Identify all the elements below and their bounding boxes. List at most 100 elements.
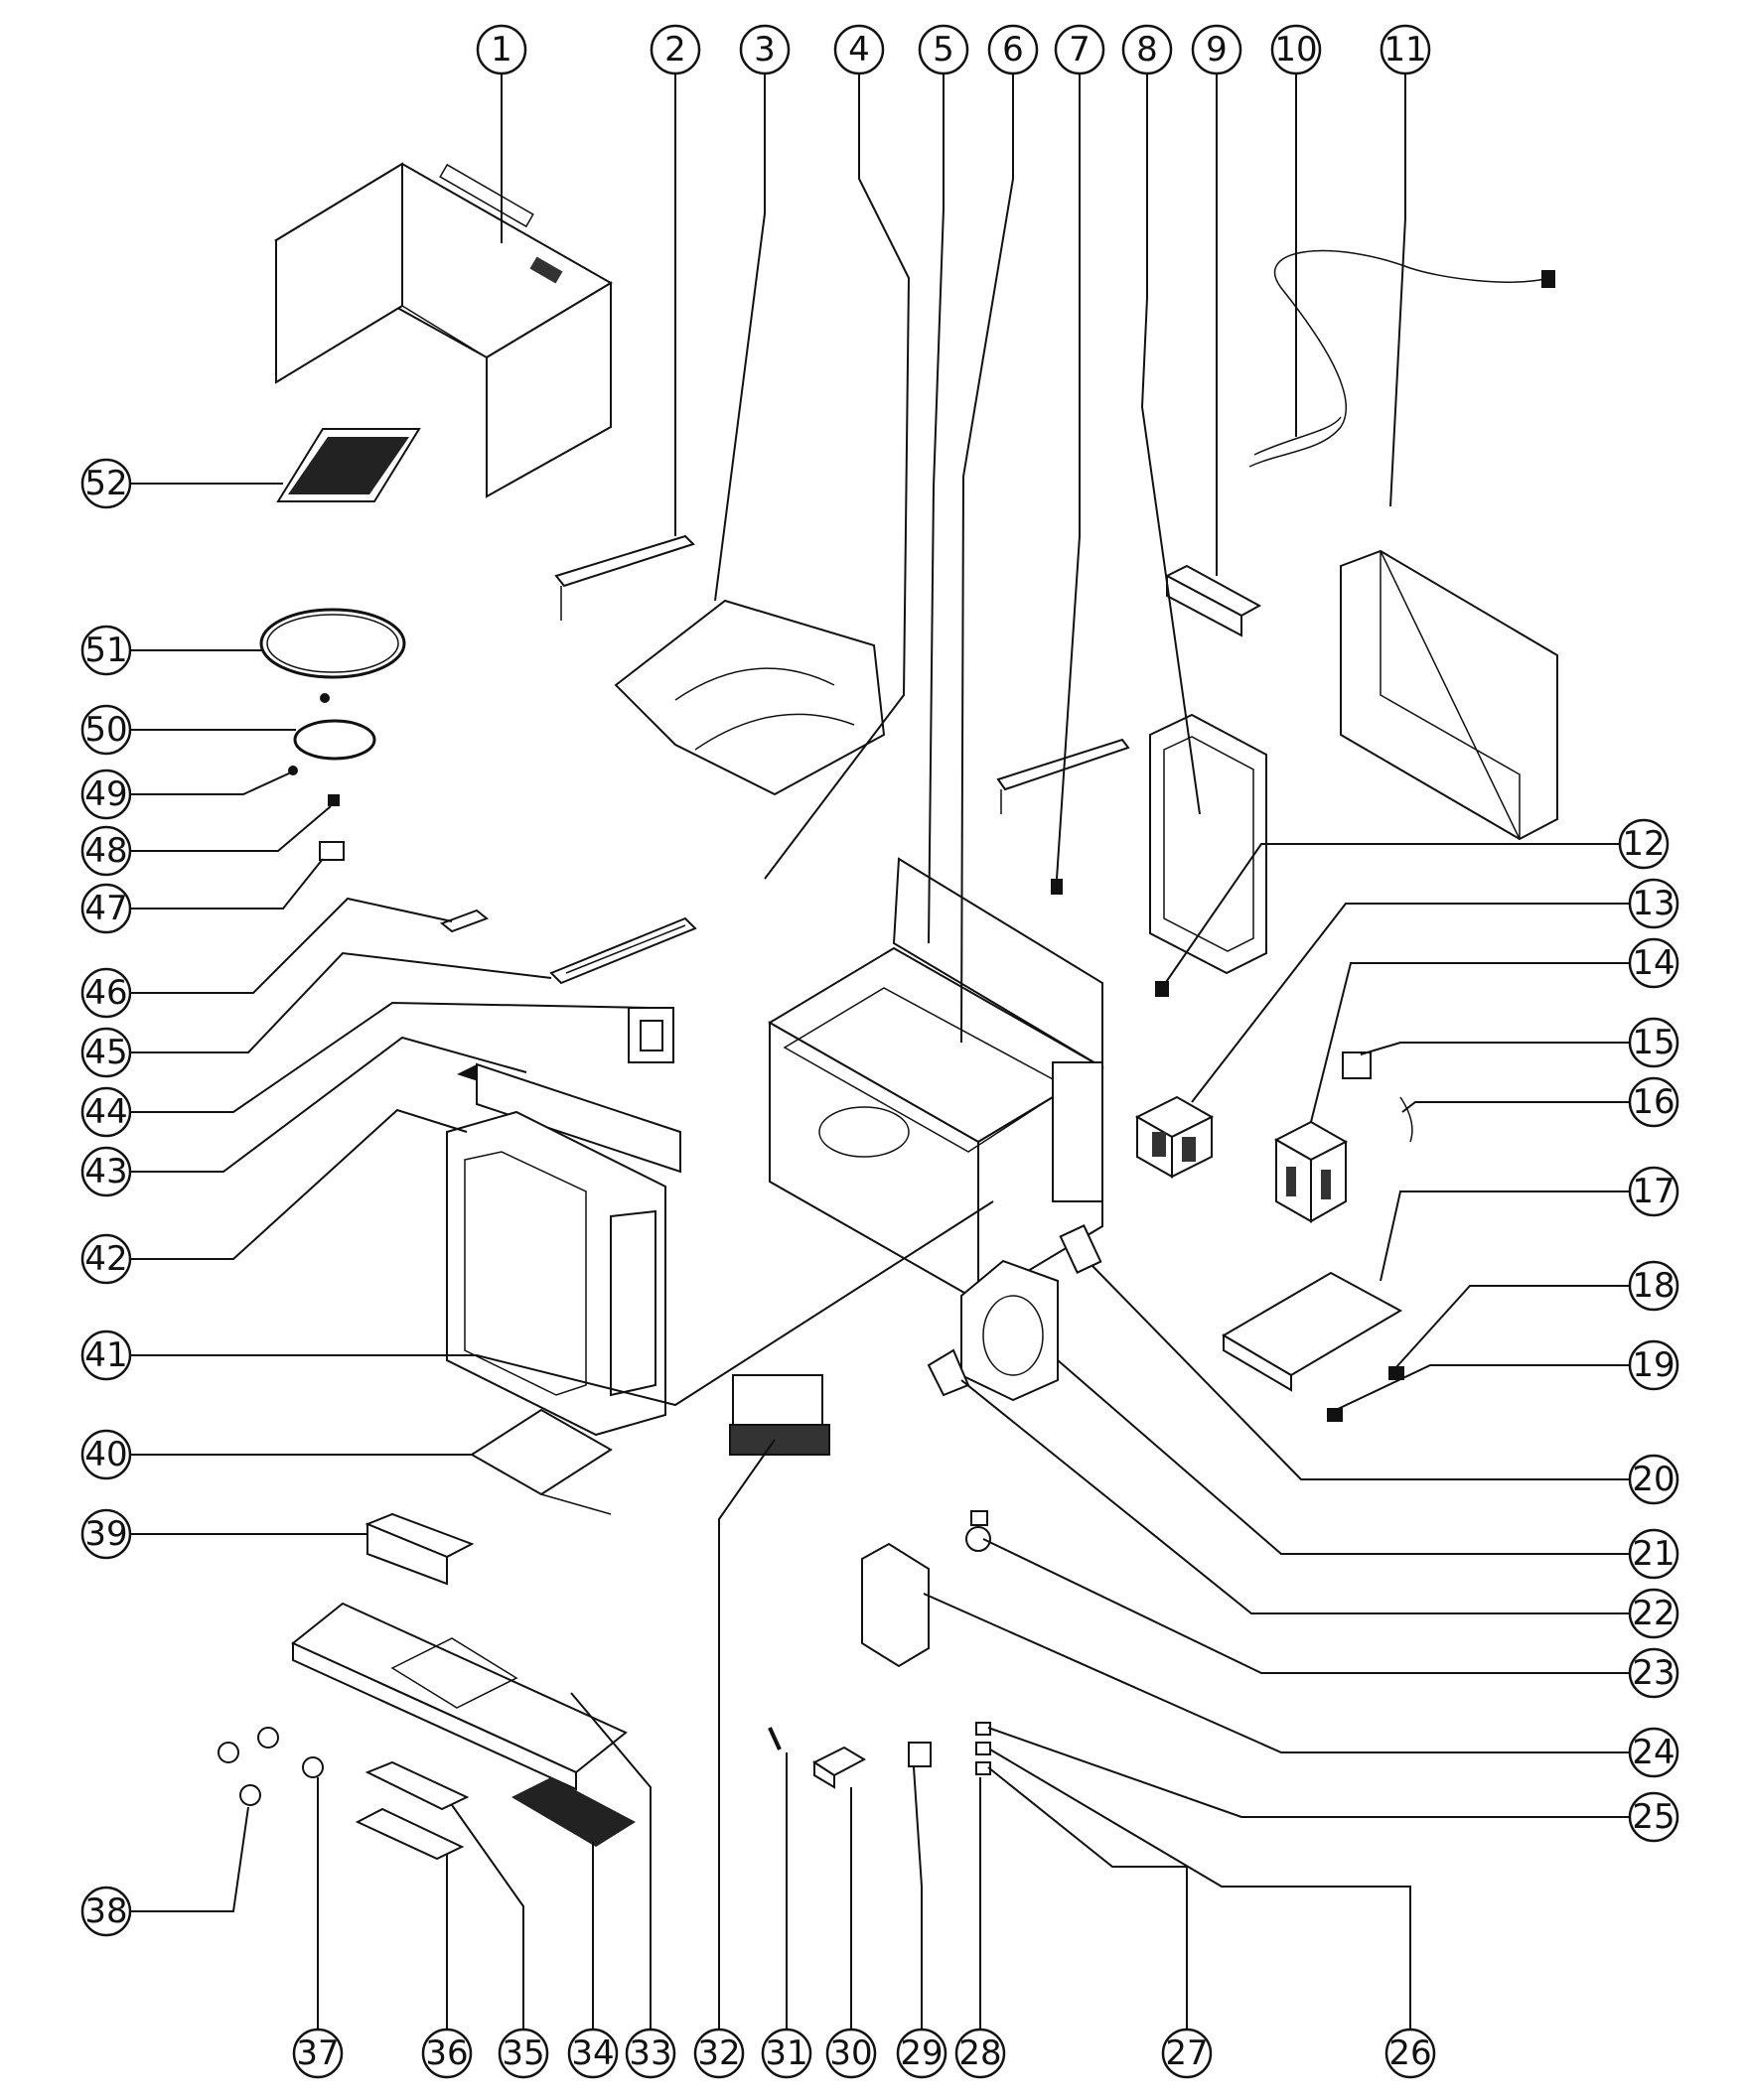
callout-42: 42 [80,1233,132,1285]
callout-39: 39 [80,1508,132,1560]
svg-text:23: 23 [1632,1653,1674,1693]
callout-36: 36 [421,2028,473,2079]
part-switch-19 [1327,1408,1343,1422]
part-wire-16 [1399,1096,1413,1143]
part-bracket-30 [811,1746,867,1789]
part-lamp-cover [364,1760,470,1811]
svg-text:26: 26 [1388,2033,1431,2073]
part-air-guide [614,599,886,796]
callout-6: 6 [987,24,1039,75]
callout-3: 3 [739,24,791,75]
part-vent-grille [511,1777,636,1847]
callout-38: 38 [80,1886,132,1937]
parts-group [218,162,1558,1861]
svg-text:37: 37 [296,2033,339,2073]
part-coupler [328,794,340,806]
callout-labels: 1 2 3 4 5 6 7 8 9 10 11 12 13 14 15 16 1… [80,24,1679,2079]
svg-text:15: 15 [1632,1023,1674,1062]
part-screw-31 [768,1727,782,1750]
svg-text:45: 45 [84,1033,127,1072]
part-clip-12 [1155,981,1169,997]
callout-20: 20 [1628,1454,1679,1505]
svg-text:19: 19 [1632,1345,1674,1385]
svg-text:52: 52 [84,464,127,503]
svg-text:34: 34 [571,2033,614,2073]
svg-text:25: 25 [1632,1797,1674,1837]
svg-text:35: 35 [502,2033,544,2073]
part-fan-motor [1059,1224,1102,1274]
leader-lines [129,70,1629,2030]
callout-27: 27 [1161,2028,1213,2079]
svg-text:21: 21 [1632,1534,1674,1574]
svg-text:50: 50 [84,710,127,750]
svg-text:49: 49 [84,774,127,814]
callout-29: 29 [896,2028,947,2079]
callout-51: 51 [80,625,132,676]
svg-text:16: 16 [1632,1082,1674,1122]
svg-text:5: 5 [933,30,954,70]
part-lamp-socket [965,1510,991,1552]
part-plate-40 [470,1408,613,1515]
svg-text:11: 11 [1383,30,1426,70]
svg-text:22: 22 [1632,1594,1674,1633]
callout-1: 1 [476,24,527,75]
callout-32: 32 [693,2028,745,2079]
svg-text:14: 14 [1632,943,1674,983]
part-door [446,1110,666,1437]
callout-21: 21 [1628,1528,1679,1580]
callout-43: 43 [80,1146,132,1197]
callout-14: 14 [1628,937,1679,989]
svg-text:43: 43 [84,1152,127,1191]
part-top-bracket-left [554,534,695,621]
callout-47: 47 [80,883,132,934]
svg-text:12: 12 [1622,824,1665,864]
callout-5: 5 [918,24,969,75]
svg-text:7: 7 [1069,30,1091,70]
part-hinge-29 [908,1742,932,1767]
svg-text:27: 27 [1165,2033,1208,2073]
svg-text:17: 17 [1632,1172,1674,1211]
svg-text:30: 30 [829,2033,872,2073]
svg-text:31: 31 [765,2033,807,2073]
svg-text:3: 3 [754,30,776,70]
svg-text:32: 32 [697,2033,740,2073]
part-turntable-motor [319,841,345,861]
callout-10: 10 [1270,24,1322,75]
callout-8: 8 [1121,24,1173,75]
callout-24: 24 [1628,1727,1679,1778]
svg-text:6: 6 [1002,30,1024,70]
part-control-board [861,1542,930,1668]
part-side-panel [1340,549,1558,841]
part-capacitor-box [1273,1120,1349,1223]
callout-7: 7 [1054,24,1105,75]
part-back-plate [1149,713,1267,975]
svg-text:47: 47 [84,889,127,928]
svg-text:28: 28 [958,2033,1001,2073]
callout-40: 40 [80,1429,132,1480]
part-lamp-37 [302,1756,324,1778]
callout-26: 26 [1384,2028,1436,2079]
callout-33: 33 [625,2028,676,2079]
svg-text:29: 29 [900,2033,943,2073]
svg-text:46: 46 [84,973,127,1013]
svg-text:40: 40 [84,1435,127,1474]
part-transformer [1134,1095,1215,1179]
part-roller-ring [293,693,376,761]
svg-text:9: 9 [1206,30,1228,70]
part-glass-tray [259,608,406,679]
callout-44: 44 [80,1086,132,1138]
svg-text:10: 10 [1274,30,1317,70]
svg-text:42: 42 [84,1239,127,1279]
part-top-bracket-right [996,738,1130,895]
svg-text:51: 51 [84,630,127,670]
part-control-strip [457,1062,681,1174]
callout-48: 48 [80,825,132,877]
callout-22: 22 [1628,1588,1679,1639]
part-bracket-9 [1164,564,1262,637]
part-diode [1342,1051,1372,1079]
callout-16: 16 [1628,1076,1679,1128]
svg-text:24: 24 [1632,1733,1674,1772]
part-small-cover [364,1512,475,1586]
part-grease-filter [276,428,421,502]
svg-text:8: 8 [1136,30,1158,70]
